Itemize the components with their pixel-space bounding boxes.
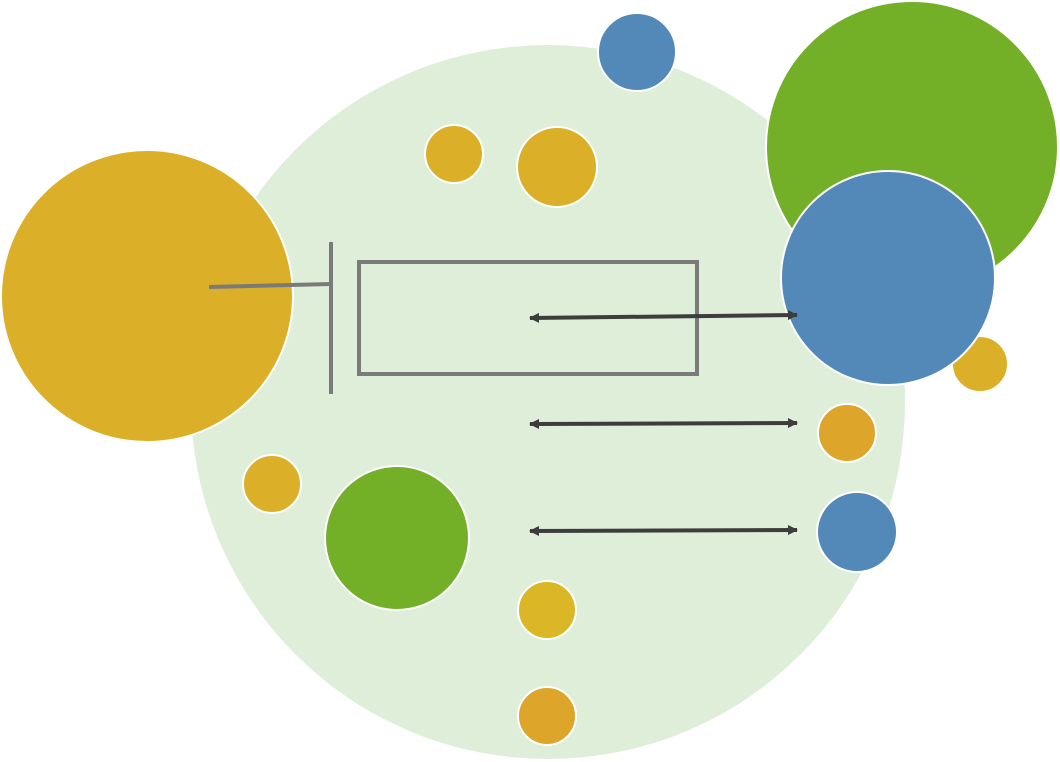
arrow-group (529, 310, 798, 536)
inhibition-connector (208, 242, 333, 394)
inhibition-line (208, 282, 332, 289)
amber-circle-small-bottom (517, 686, 577, 746)
gold-circle-small-upper-left (424, 124, 484, 184)
gold-circle-small-upper-mid (516, 126, 598, 208)
yellow-circle-small-bottom (517, 580, 577, 640)
blue-circle-top (597, 12, 677, 92)
blue-circle-small-right (816, 491, 898, 573)
gold-circle-large-left (0, 149, 294, 443)
double-arrow-top (529, 310, 798, 323)
blue-circle-large-right (780, 170, 996, 386)
double-arrow-bottom (529, 525, 798, 536)
circle-group (0, 0, 1059, 746)
green-circle-medium (324, 465, 470, 611)
double-arrow-middle (529, 418, 798, 429)
gold-circle-small-left (242, 454, 302, 514)
amber-circle-small-right (817, 403, 877, 463)
